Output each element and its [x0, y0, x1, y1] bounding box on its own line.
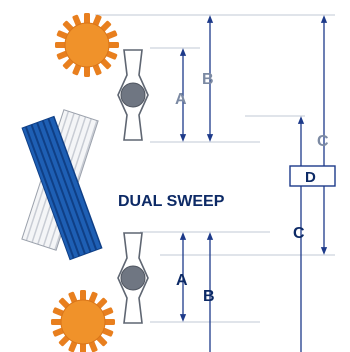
sun-brush-top — [55, 13, 119, 77]
label-c-bottom: C — [293, 225, 305, 242]
label-a-bottom: A — [176, 272, 188, 289]
belt-main — [21, 115, 103, 261]
reference-lines — [95, 14, 335, 323]
dimension-d-box — [289, 165, 336, 187]
label-c-top: C — [317, 133, 329, 150]
label-b-top: B — [202, 71, 214, 88]
label-d: D — [305, 169, 316, 186]
sun-brush-bottom — [51, 290, 115, 352]
pivot-arm-bottom — [117, 232, 149, 324]
pivot-arm-top — [117, 49, 149, 141]
diagram-title: DUAL SWEEP — [118, 193, 225, 210]
label-b-bottom: B — [203, 288, 215, 305]
label-a-top: A — [175, 91, 187, 108]
